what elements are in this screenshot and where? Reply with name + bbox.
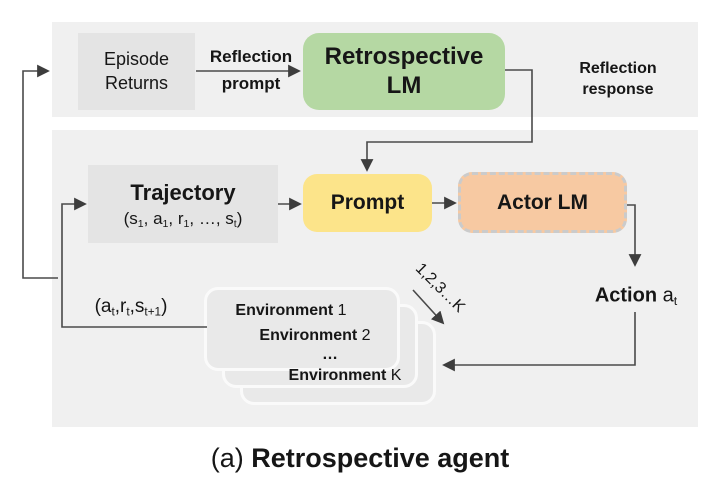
environment-label-2: Environment 2 xyxy=(259,327,370,345)
reflection-prompt-line2: prompt xyxy=(221,74,281,93)
environment-2-name: Environment xyxy=(259,327,358,344)
figure-caption: (a) Retrospective agent xyxy=(0,443,720,474)
environment-k-name: Environment xyxy=(288,367,387,384)
environment-ellipsis: … xyxy=(322,346,338,364)
environment-ellipsis-text: … xyxy=(322,346,338,363)
retrospective-lm-box: Retrospective LM xyxy=(303,33,505,110)
environment-k-index: K xyxy=(390,367,402,384)
reflection-prompt-line1: Reflection xyxy=(209,47,293,66)
reflection-response-label: Reflection response xyxy=(579,58,656,100)
prompt-box: Prompt xyxy=(303,174,432,232)
actor-lm-label: Actor LM xyxy=(497,190,588,214)
environment-2-index: 2 xyxy=(361,327,371,344)
caption-prefix: (a) xyxy=(210,443,252,473)
actor-lm-box: Actor LM xyxy=(458,172,627,233)
prompt-label: Prompt xyxy=(330,191,405,214)
environment-card-1 xyxy=(204,287,400,371)
reflection-response-line1: Reflection xyxy=(579,60,657,77)
transition-label: (at,rt,st+1) xyxy=(94,296,168,319)
trajectory-title: Trajectory xyxy=(130,179,236,205)
episode-returns-line1: Episode xyxy=(103,48,170,69)
environment-1-name: Environment xyxy=(235,302,334,319)
environment-1-index: 1 xyxy=(337,302,347,319)
action-label: Action at xyxy=(595,285,677,308)
trajectory-subtitle: (s1, a1, r1, …, st) xyxy=(123,208,243,230)
caption-title: Retrospective agent xyxy=(251,443,510,473)
action-word: Action xyxy=(594,284,658,307)
episode-returns-box: Episode Returns xyxy=(78,33,195,110)
action-symbol: at xyxy=(657,284,678,308)
environment-label-1: Environment 1 xyxy=(235,302,346,320)
retrospective-lm-line2: LM xyxy=(386,71,422,99)
retrospective-lm-line1: Retrospective xyxy=(324,42,484,70)
trajectory-box: Trajectory (s1, a1, r1, …, st) xyxy=(88,165,278,243)
reflection-response-line2: response xyxy=(582,81,654,99)
episode-returns-line2: Returns xyxy=(104,72,169,93)
environment-label-k: Environment K xyxy=(289,367,402,385)
